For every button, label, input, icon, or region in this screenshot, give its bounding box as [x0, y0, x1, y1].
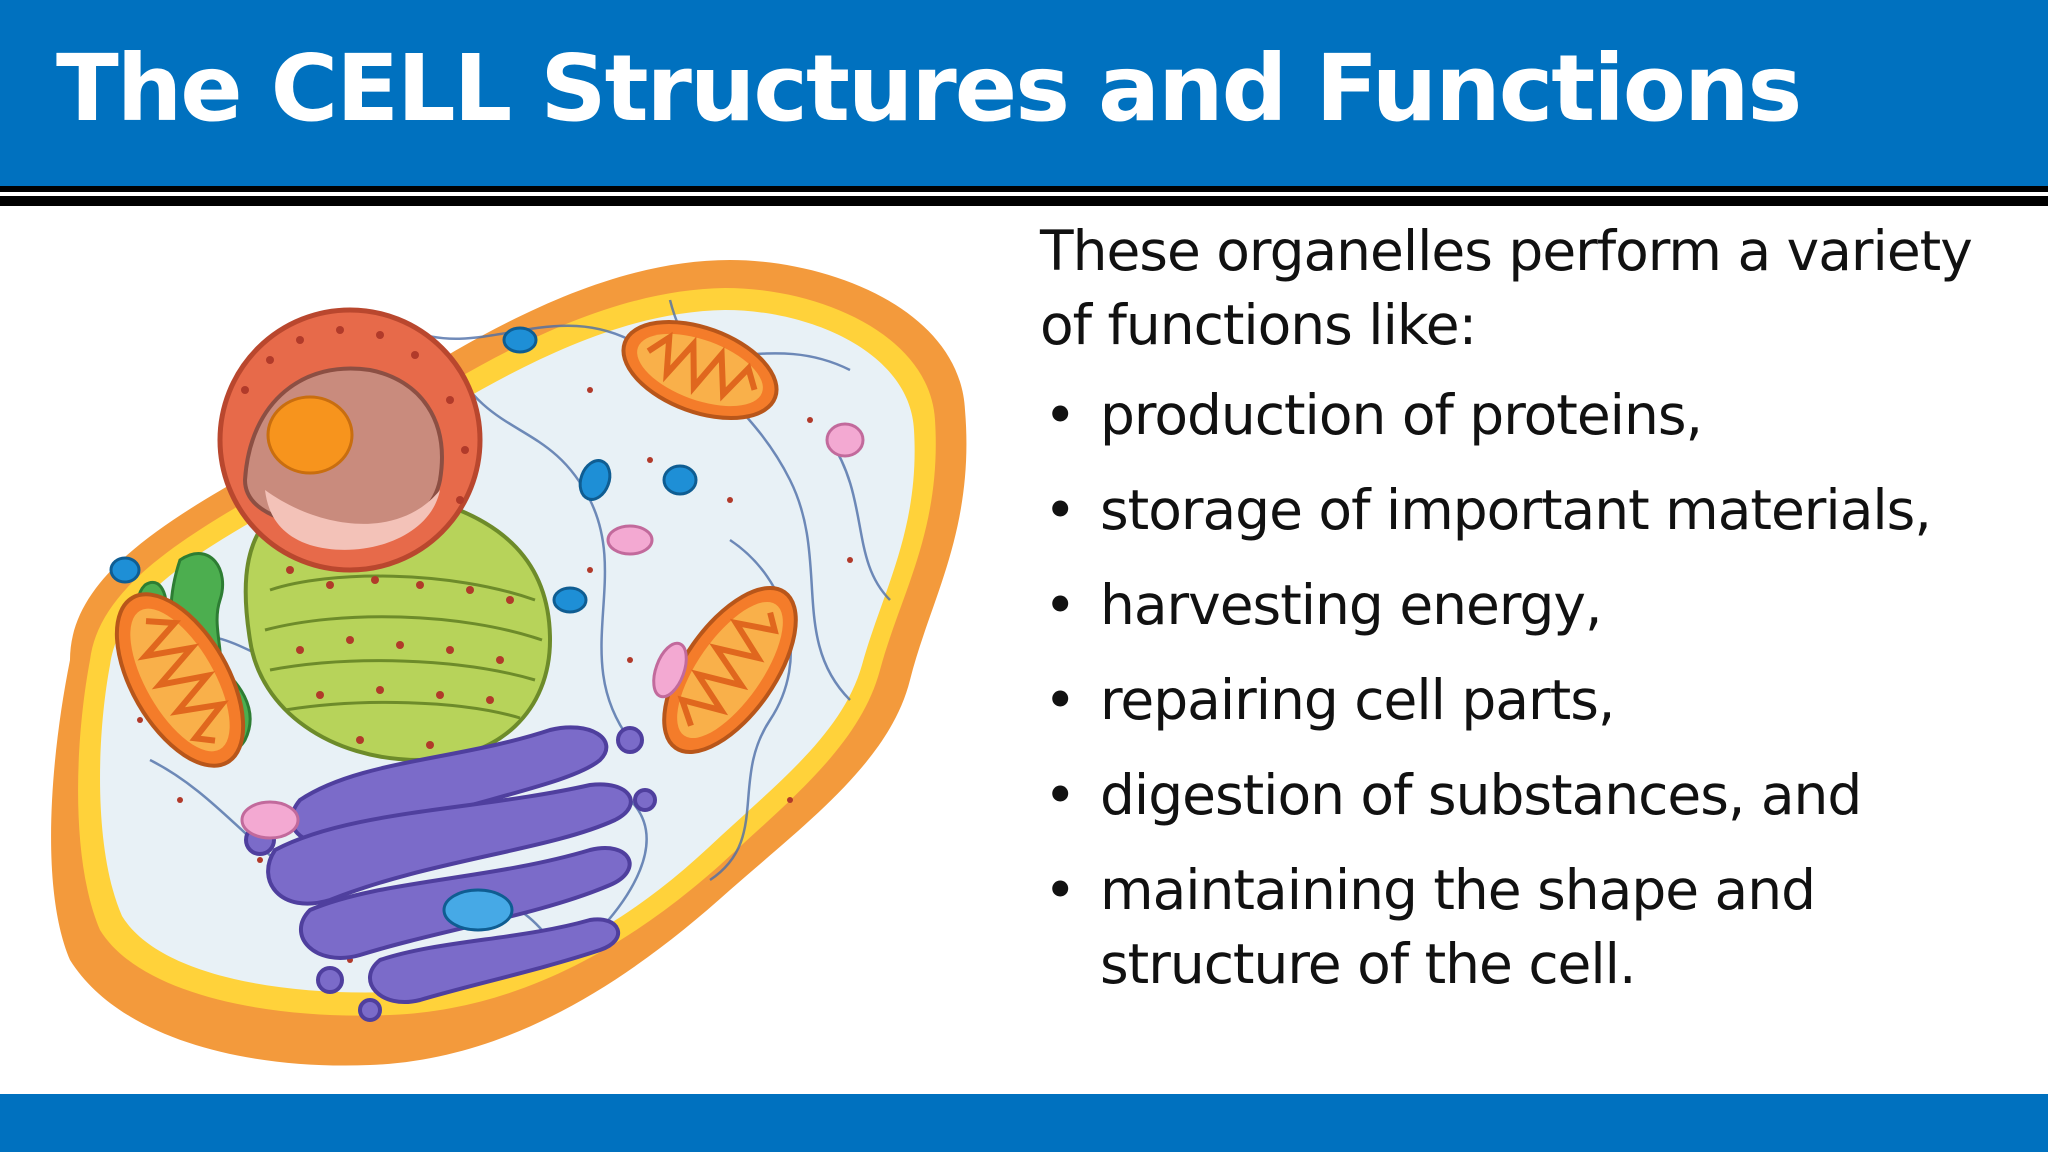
slide-title: The CELL Structures and Functions: [56, 35, 1802, 142]
list-item: • maintaining the shape and structure of …: [1040, 853, 2020, 1001]
intro-paragraph: These organelles perform a variety of fu…: [1040, 219, 1973, 357]
content-text: These organelles perform a variety of fu…: [1040, 214, 2020, 1022]
list-item-text: storage of important materials,: [1100, 478, 1932, 542]
bullet-glyph: •: [1044, 668, 1076, 732]
list-item-text: production of proteins,: [1100, 383, 1703, 447]
list-item-text: repairing cell parts,: [1100, 668, 1615, 732]
ribosomes: [137, 387, 853, 963]
nucleolus: [266, 395, 354, 475]
footer-bar: [0, 1094, 2048, 1152]
functions-list: • production of proteins, • storage of imp…: [1040, 378, 2020, 1001]
list-item-text: digestion of substances, and: [1100, 763, 1862, 827]
bullet-glyph: •: [1044, 383, 1076, 447]
list-item: • storage of important materials,: [1040, 473, 2020, 547]
golgi-apparatus: [244, 725, 657, 1022]
list-item: • production of proteins,: [1040, 378, 2020, 452]
list-item-text: harvesting energy,: [1100, 573, 1602, 637]
list-item-text: maintaining the shape and structure of t…: [1100, 858, 1816, 996]
title-rule: [0, 186, 2048, 206]
list-item: • harvesting energy,: [1040, 568, 2020, 642]
nucleus: [217, 307, 483, 573]
mitochondria: [114, 319, 798, 768]
vesicles: [109, 326, 865, 932]
bullet-glyph: •: [1044, 763, 1076, 827]
title-rule-gap: [0, 192, 2048, 196]
bullet-glyph: •: [1044, 858, 1076, 922]
bullet-glyph: •: [1044, 478, 1076, 542]
bullet-glyph: •: [1044, 573, 1076, 637]
animal-cell-illustration: [51, 260, 967, 1066]
list-item: • repairing cell parts,: [1040, 663, 2020, 737]
list-item: • digestion of substances, and: [1040, 758, 2020, 832]
title-bar: The CELL Structures and Functions: [0, 0, 2048, 186]
